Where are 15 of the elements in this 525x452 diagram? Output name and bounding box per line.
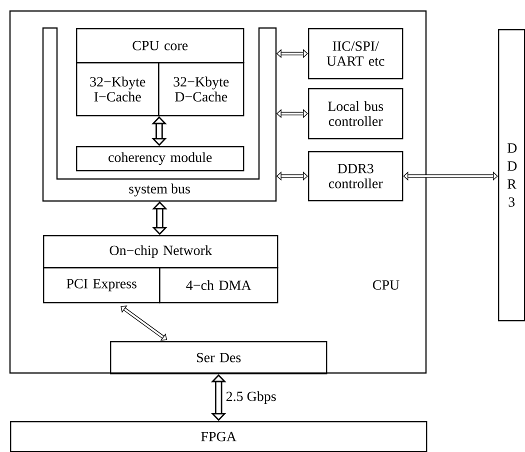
controller-box: Local bus controller (308, 88, 404, 140)
interface-box: IIC/SPI/ UART etc (308, 28, 404, 80)
serdes-box: Ser Des (110, 341, 328, 374)
edge-label: 2.5 Gbps (224, 390, 278, 405)
memory-box: D D R 3 (498, 29, 525, 322)
controller-box: DDR3 controller (308, 151, 404, 202)
cpu-core-box: CPU core (76, 28, 244, 64)
cache-box: 32−Kbyte D−Cache (158, 62, 244, 116)
module-box: coherency module (76, 146, 244, 172)
double-arrow (403, 172, 498, 181)
network-box: On−chip Network (43, 235, 278, 268)
cache-box: 32−Kbyte I−Cache (76, 62, 160, 116)
dma-box: 4−ch DMA (159, 267, 278, 304)
interface-box: PCI Express (43, 267, 160, 304)
fpga-box: FPGA (10, 421, 428, 452)
